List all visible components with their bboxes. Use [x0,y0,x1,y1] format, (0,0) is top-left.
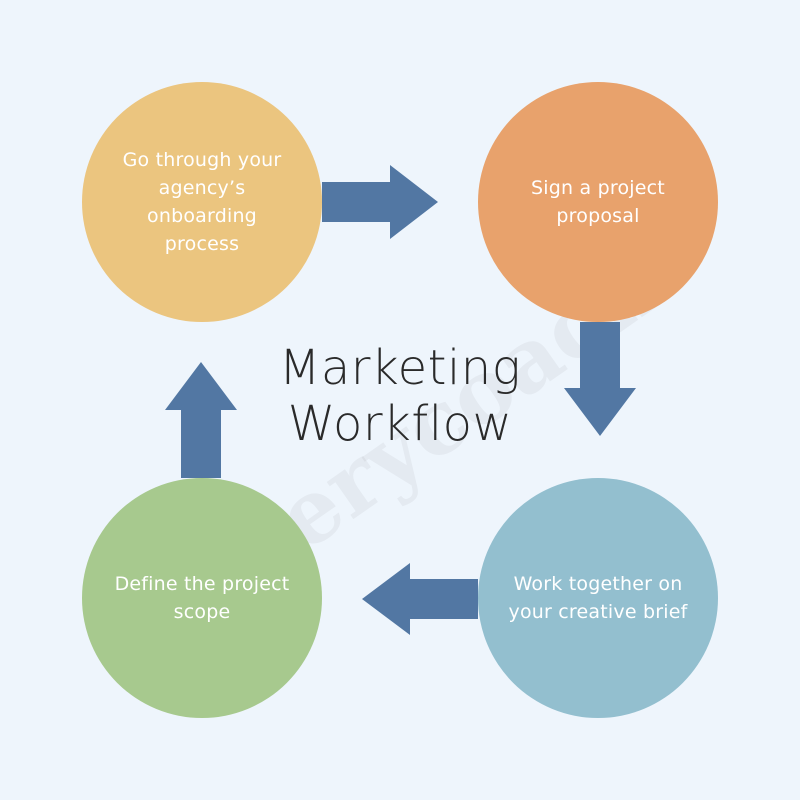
step-creative-brief-circle: Work together on your creative brief [478,478,718,718]
step-scope-label: Define the project scope [114,573,290,623]
arrow-left-icon [362,563,478,635]
step-scope-circle: Define the project scope [82,478,322,718]
diagram-title: Marketing Workflow [200,340,600,452]
step-creative-brief-label: Work together on your creative brief [508,573,688,623]
step-proposal-label: Sign a project proposal [531,177,665,227]
arrow-up-icon [165,362,237,478]
diagram-title-line2: Workflow [287,396,513,452]
arrow-right-icon [322,165,438,239]
diagram-title-line1: Marketing [278,340,522,396]
step-proposal-circle: Sign a project proposal [478,82,718,322]
arrow-down-icon [564,322,636,436]
step-onboarding-label: Go through your agency’s onboarding proc… [122,149,282,255]
step-onboarding-circle: Go through your agency’s onboarding proc… [82,82,322,322]
